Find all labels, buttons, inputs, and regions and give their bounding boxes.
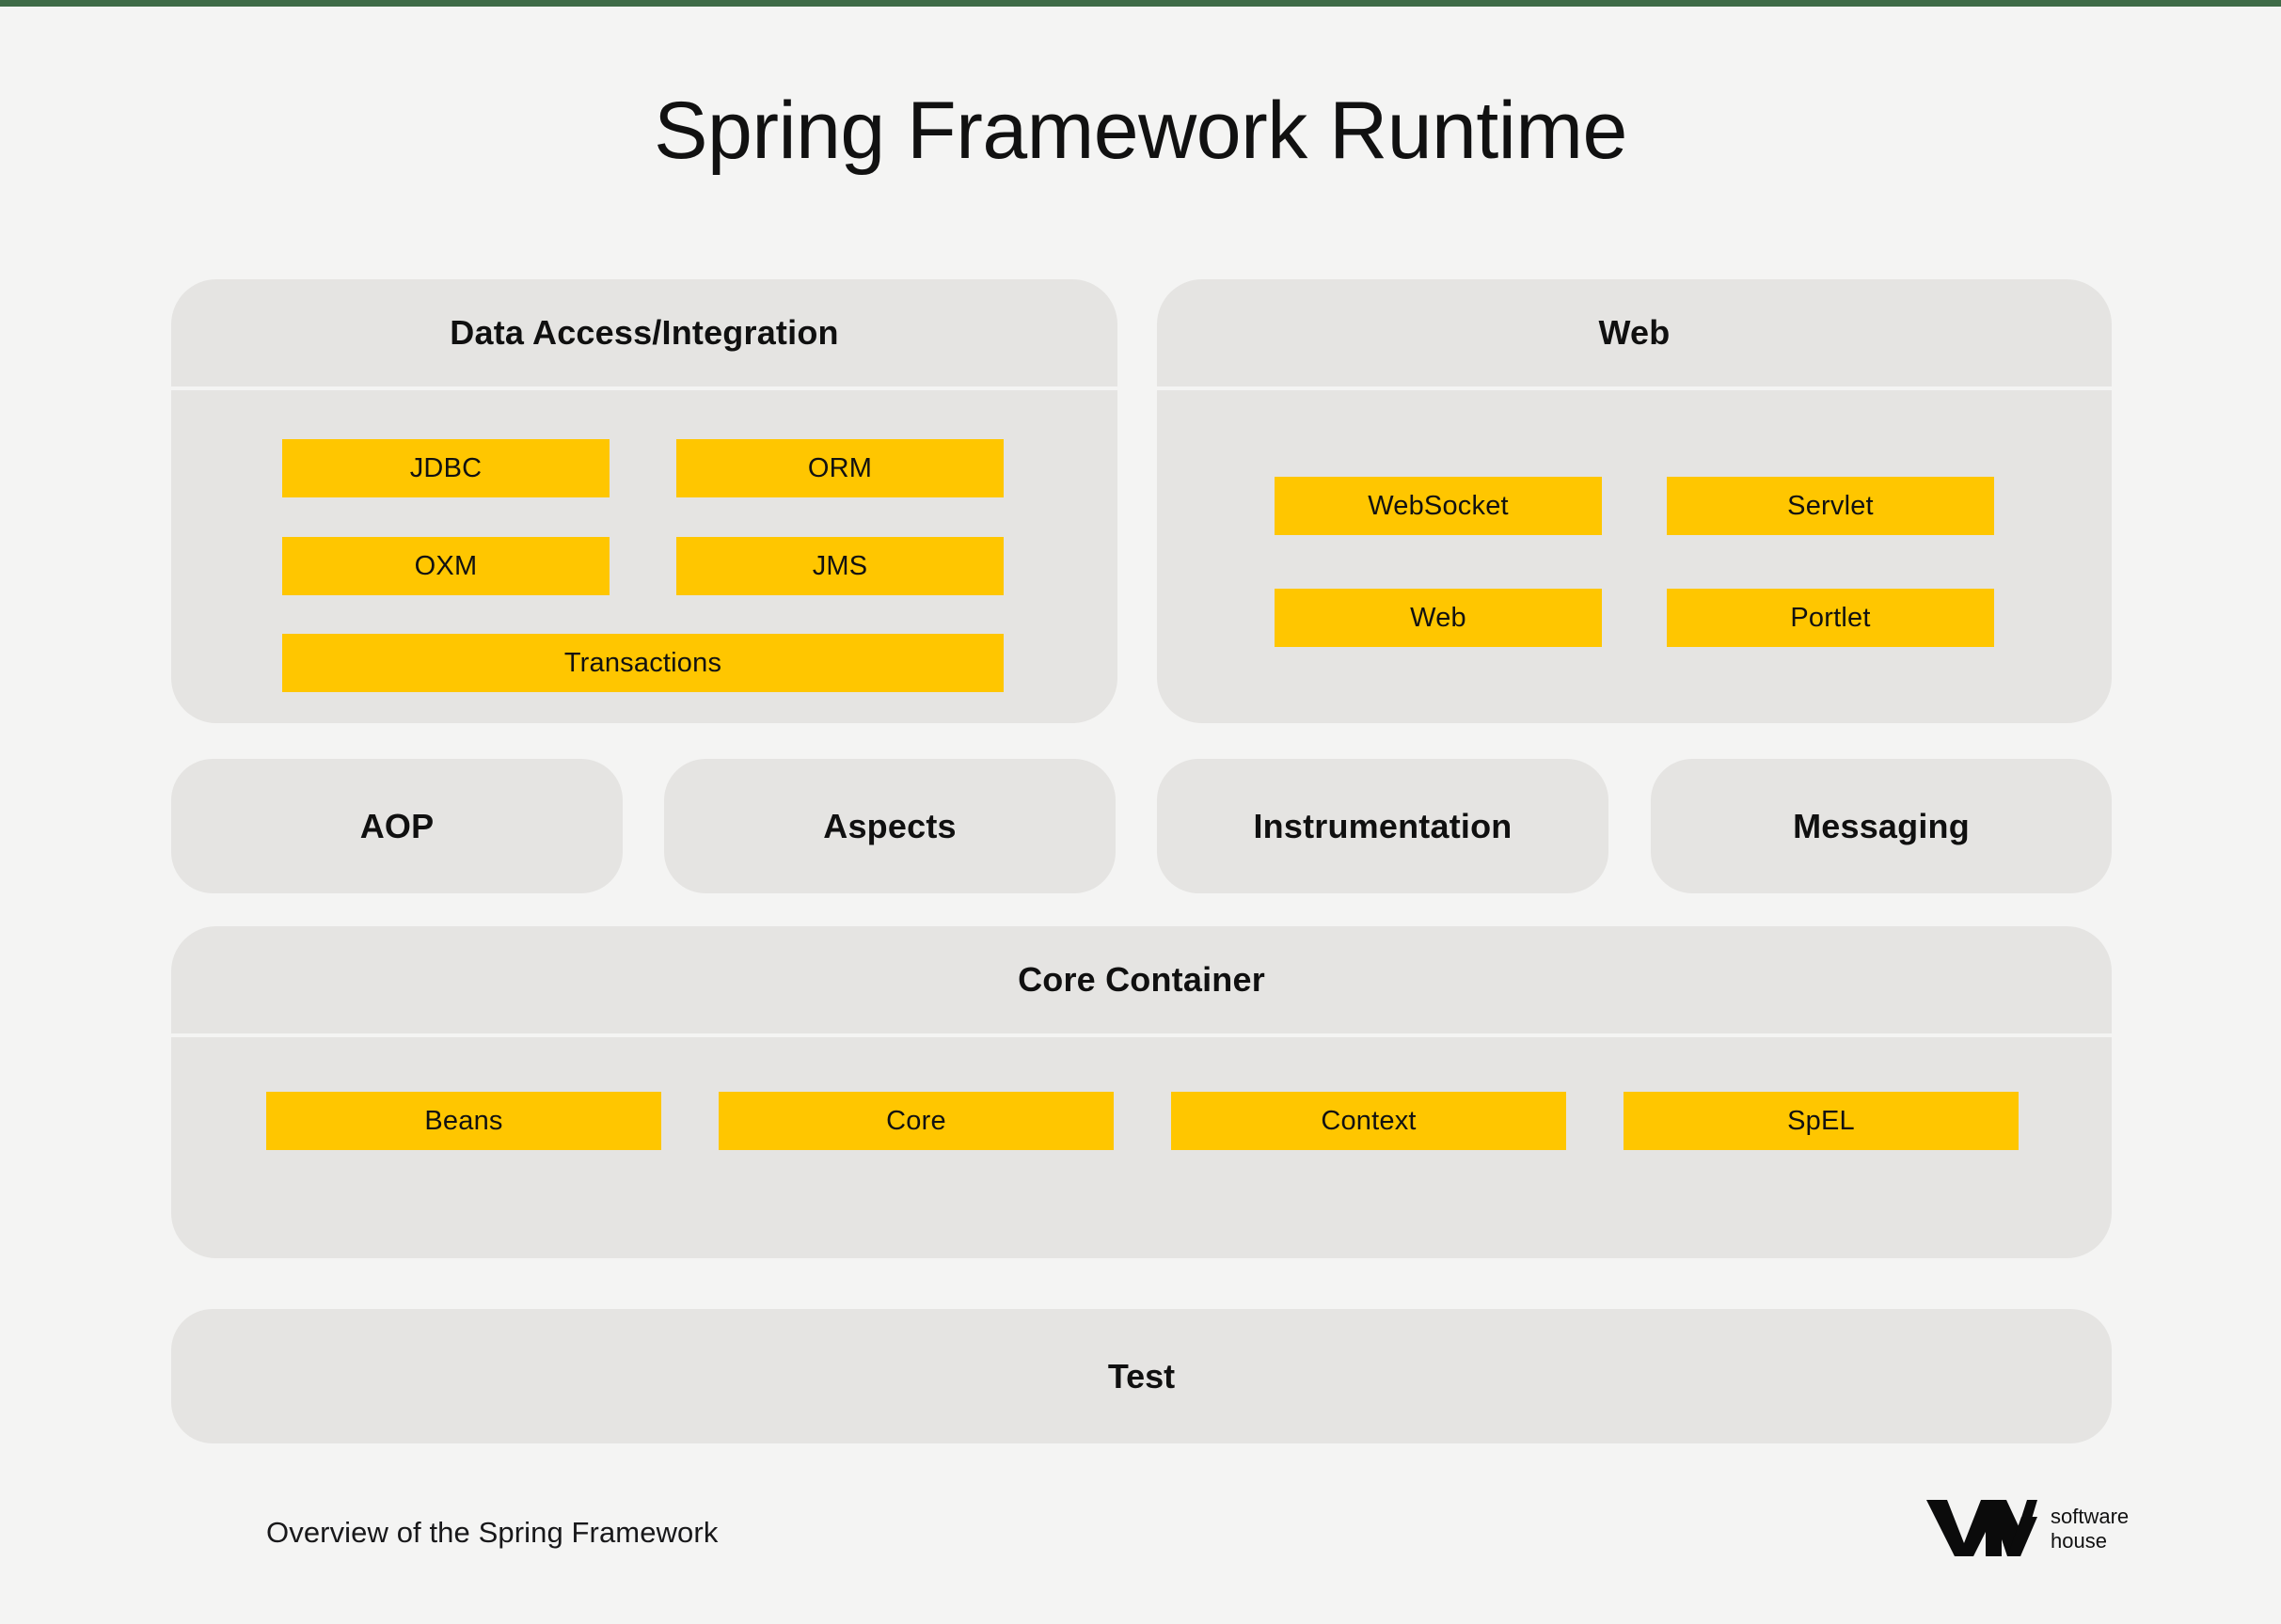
panel-header-core-container: Core Container (171, 926, 2112, 1037)
module-spel[interactable]: SpEL (1624, 1092, 2019, 1150)
module-jms[interactable]: JMS (676, 537, 1004, 595)
panel-header-web: Web (1157, 279, 2112, 390)
panel-title-data-access: Data Access/Integration (450, 313, 839, 352)
bar-test[interactable]: Test (171, 1309, 2112, 1443)
module-oxm[interactable]: OXM (282, 537, 610, 595)
module-context[interactable]: Context (1171, 1092, 1566, 1150)
panel-title-core-container: Core Container (1018, 960, 1265, 999)
module-jdbc[interactable]: JDBC (282, 439, 610, 497)
pill-instrumentation[interactable]: Instrumentation (1157, 759, 1608, 893)
module-portlet[interactable]: Portlet (1667, 589, 1994, 647)
pill-aop[interactable]: AOP (171, 759, 623, 893)
module-core[interactable]: Core (719, 1092, 1114, 1150)
panel-body-data-access: JDBC ORM OXM JMS Transactions (171, 390, 1117, 719)
module-beans[interactable]: Beans (266, 1092, 661, 1150)
module-servlet[interactable]: Servlet (1667, 477, 1994, 535)
panel-data-access-integration: Data Access/Integration JDBC ORM OXM JMS… (171, 279, 1117, 723)
logo-line-1: software (2051, 1505, 2130, 1529)
module-transactions[interactable]: Transactions (282, 634, 1004, 692)
pill-aspects[interactable]: Aspects (664, 759, 1116, 893)
vm-software-house-logo: software house (1926, 1498, 2129, 1558)
page-title: Spring Framework Runtime (654, 86, 1627, 176)
module-orm[interactable]: ORM (676, 439, 1004, 497)
logo-line-2: house (2051, 1529, 2107, 1553)
panel-title-web: Web (1598, 313, 1671, 352)
panel-body-core-container: Beans Core Context SpEL (171, 1037, 2112, 1254)
panel-header-data-access: Data Access/Integration (171, 279, 1117, 390)
pill-messaging[interactable]: Messaging (1651, 759, 2112, 893)
vm-logo-icon (1926, 1500, 2037, 1556)
module-web[interactable]: Web (1275, 589, 1602, 647)
panel-core-container: Core Container Beans Core Context SpEL (171, 926, 2112, 1258)
module-websocket[interactable]: WebSocket (1275, 477, 1602, 535)
footer-caption: Overview of the Spring Framework (266, 1516, 719, 1549)
panel-web: Web WebSocket Servlet Web Portlet (1157, 279, 2112, 723)
panel-body-web: WebSocket Servlet Web Portlet (1157, 390, 2112, 719)
logo-wordmark: software house (2051, 1503, 2129, 1553)
